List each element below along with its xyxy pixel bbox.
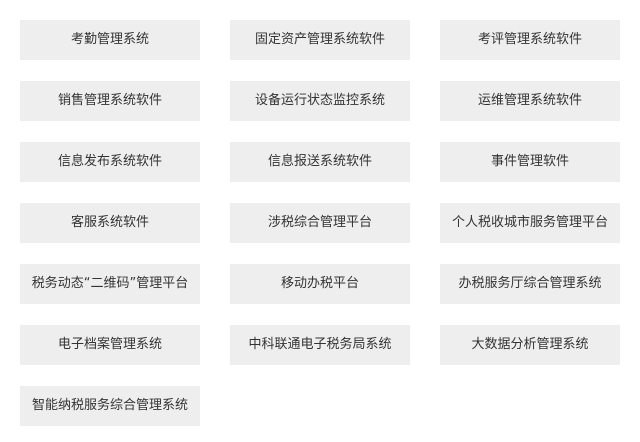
system-tile-e-archive[interactable]: 电子档案管理系统: [20, 325, 200, 365]
system-tile-sales[interactable]: 销售管理系统软件: [20, 81, 200, 121]
system-tile-personal-tax-city[interactable]: 个人税收城市服务管理平台: [440, 203, 620, 243]
system-tile-e-tax-bureau[interactable]: 中科联通电子税务局系统: [230, 325, 410, 365]
system-tile-operations[interactable]: 运维管理系统软件: [440, 81, 620, 121]
system-tile-attendance[interactable]: 考勤管理系统: [20, 20, 200, 60]
system-tile-big-data[interactable]: 大数据分析管理系统: [440, 325, 620, 365]
system-tile-smart-tax-service[interactable]: 智能纳税服务综合管理系统: [20, 386, 200, 426]
system-tile-event-management[interactable]: 事件管理软件: [440, 142, 620, 182]
system-tile-tax-integrated[interactable]: 涉税综合管理平台: [230, 203, 410, 243]
system-tile-mobile-tax[interactable]: 移动办税平台: [230, 264, 410, 304]
system-tile-device-monitoring[interactable]: 设备运行状态监控系统: [230, 81, 410, 121]
system-tile-tax-hall[interactable]: 办税服务厅综合管理系统: [440, 264, 620, 304]
system-tile-info-publish[interactable]: 信息发布系统软件: [20, 142, 200, 182]
system-tile-customer-service[interactable]: 客服系统软件: [20, 203, 200, 243]
system-tile-evaluation[interactable]: 考评管理系统软件: [440, 20, 620, 60]
system-tile-fixed-assets[interactable]: 固定资产管理系统软件: [230, 20, 410, 60]
system-tile-info-report[interactable]: 信息报送系统软件: [230, 142, 410, 182]
system-tile-tax-qrcode[interactable]: 税务动态“二维码”管理平台: [20, 264, 200, 304]
system-grid: 考勤管理系统 固定资产管理系统软件 考评管理系统软件 销售管理系统软件 设备运行…: [20, 20, 620, 426]
